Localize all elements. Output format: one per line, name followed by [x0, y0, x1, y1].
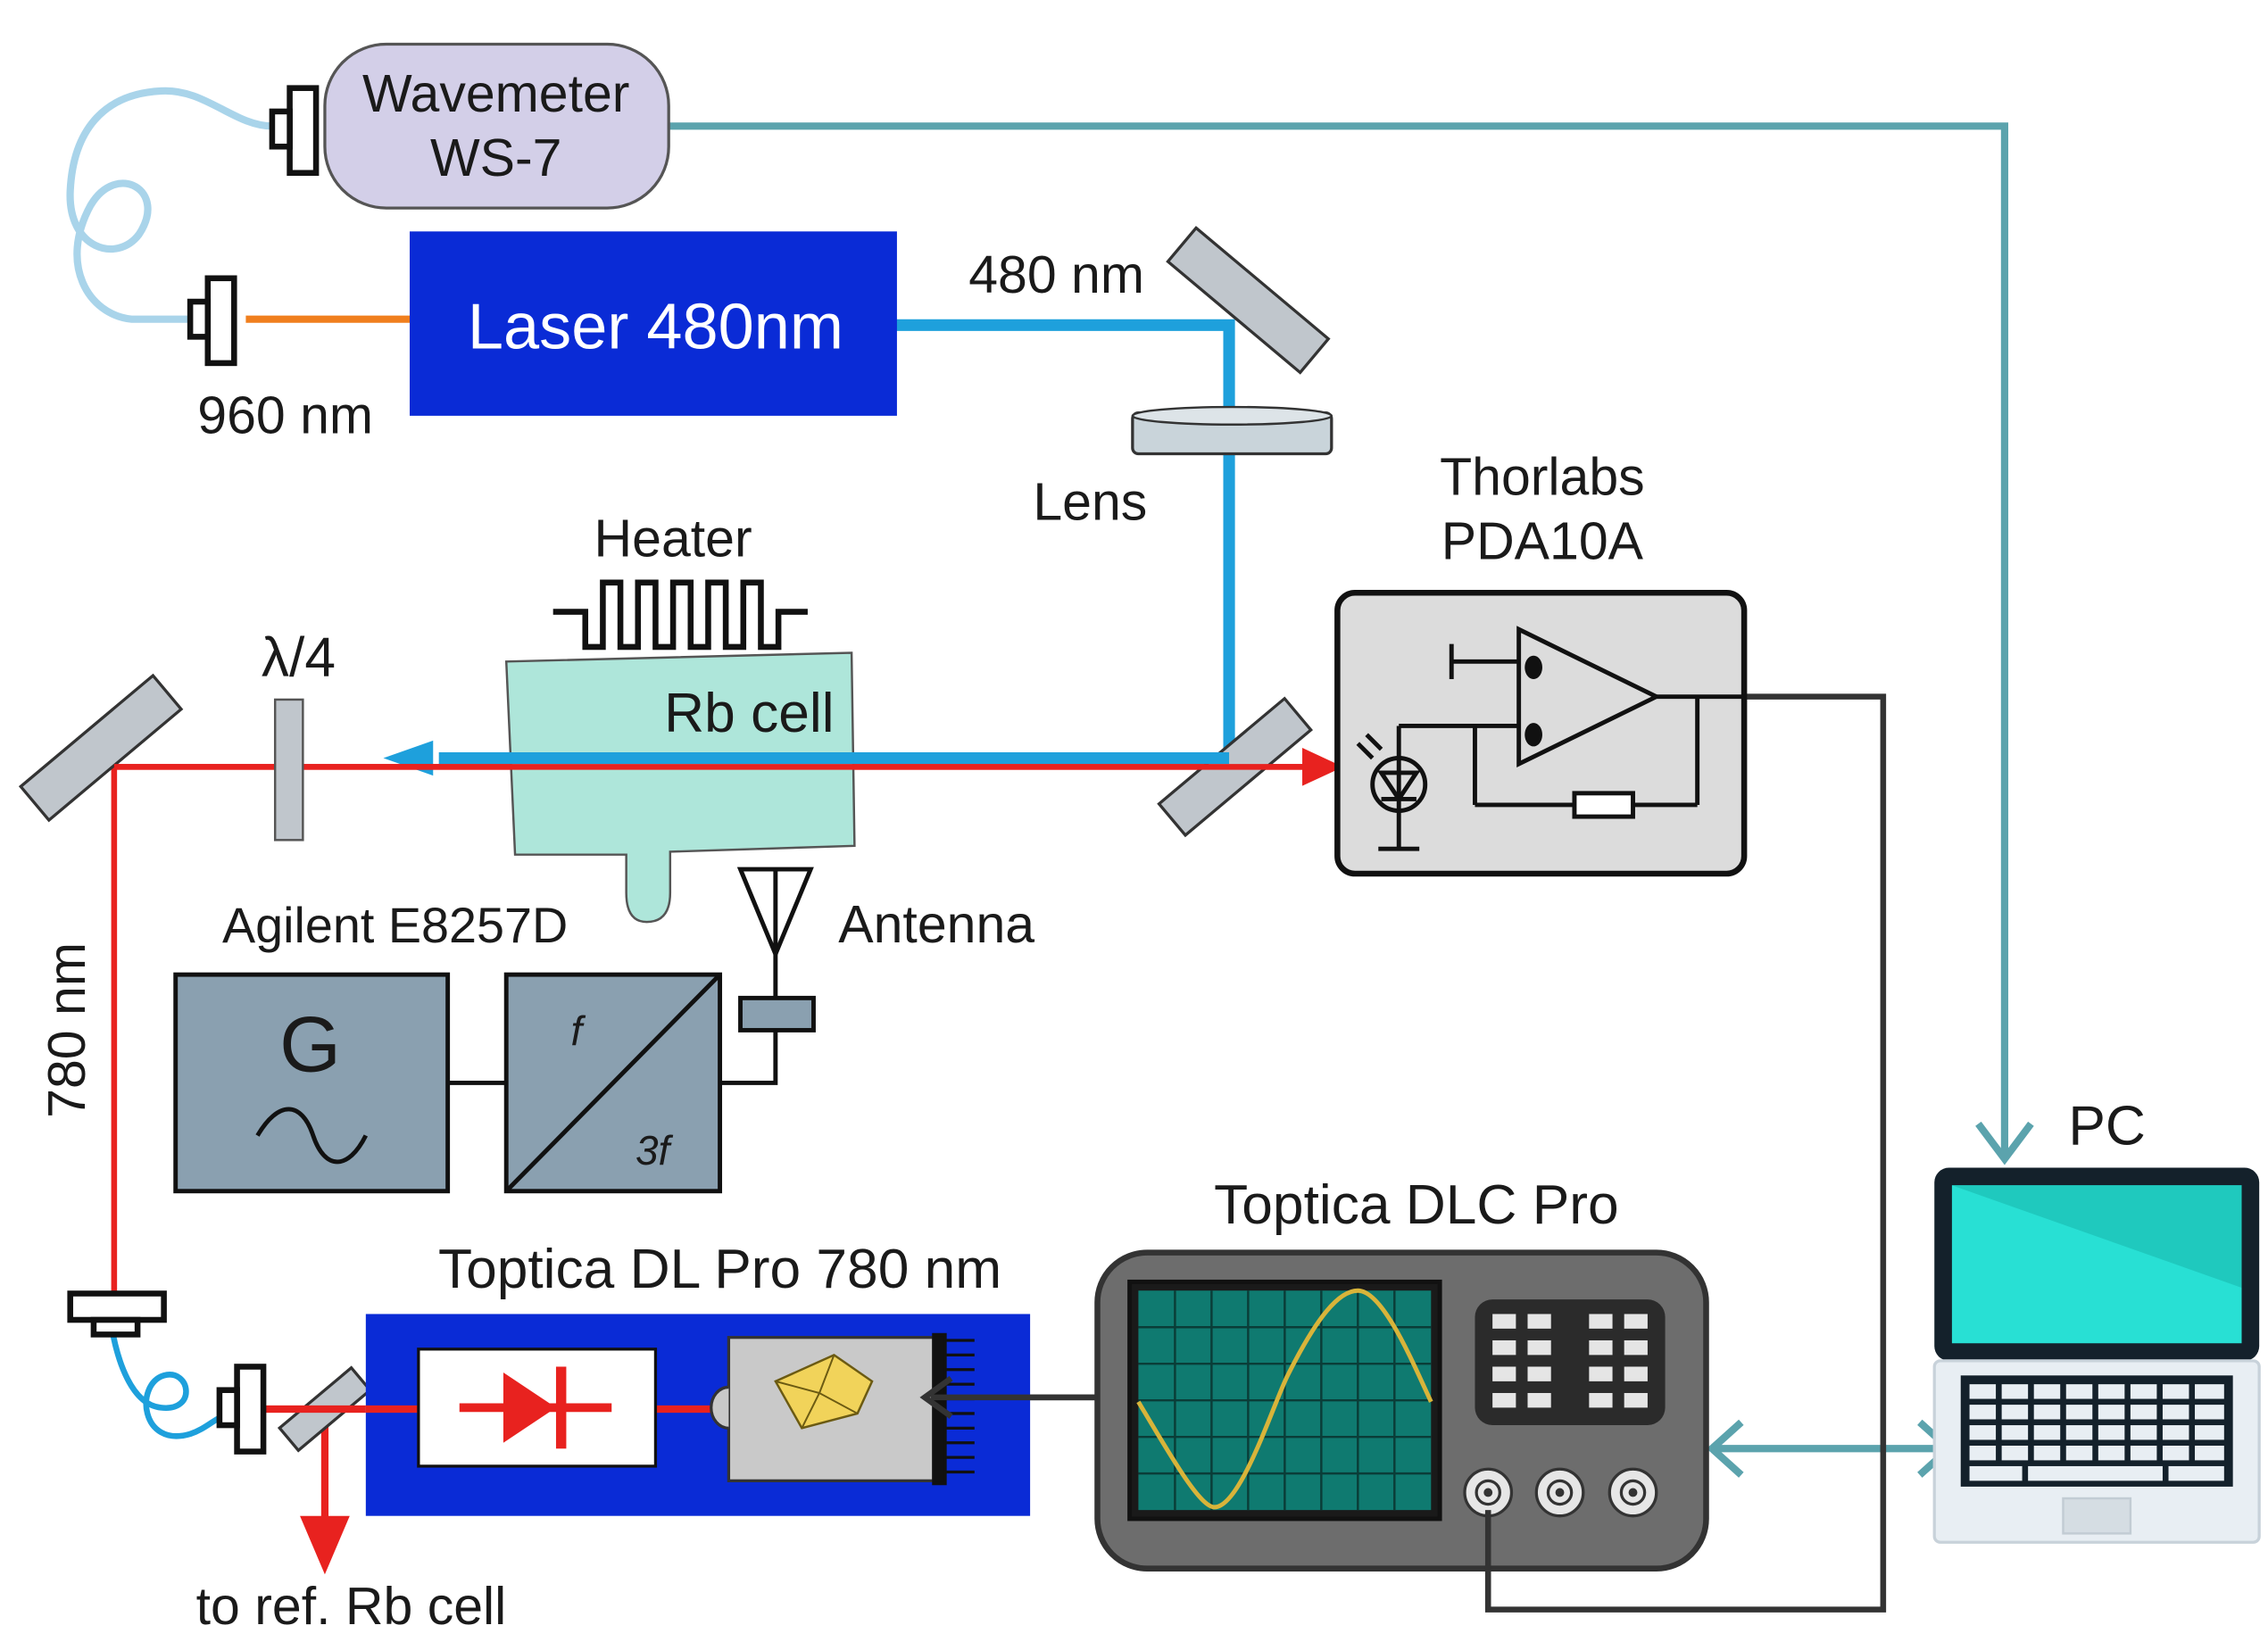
fiber-coupler-780	[67, 1290, 167, 1338]
photodetector-label-line1: Thorlabs	[1440, 447, 1645, 506]
controller-pc-link	[1706, 1419, 1955, 1478]
ir-960nm-label: 960 nm	[197, 386, 373, 445]
reference-cell-label: to ref. Rb cell	[196, 1577, 507, 1636]
dl-pro-fiber	[108, 1323, 246, 1439]
oscilloscope-trace	[1136, 1288, 1433, 1510]
quarter-wave-plate-label: λ/4	[262, 627, 336, 689]
laser-diode-icon	[459, 1366, 612, 1449]
blue-480nm-label: 480 nm	[968, 245, 1144, 304]
heater-label: Heater	[594, 509, 752, 568]
mirror-top-right	[1166, 226, 1331, 375]
grating-crystal-icon	[774, 1353, 874, 1430]
signal-generator: G	[173, 972, 451, 1194]
amplifier-circuit	[1356, 626, 1745, 851]
generator-title: Agilent E8257D	[222, 898, 568, 953]
red-780nm-label: 780 nm	[37, 942, 96, 1118]
wavemeter-fiber	[66, 87, 273, 323]
multiplier-output-label: 3f	[636, 1127, 674, 1173]
laser-480nm-box: Laser 480nm	[410, 231, 897, 416]
dl-pro-label: Toptica DL Pro 780 nm	[438, 1239, 1001, 1300]
antenna-icon	[719, 867, 816, 1085]
fiber-connector-dl-pro	[216, 1364, 267, 1455]
rb-cell-label: Rb cell	[664, 683, 834, 744]
fiber-connector-960nm	[187, 275, 237, 367]
controller-label: Toptica DLC Pro	[1214, 1174, 1618, 1236]
photodetector-label-line2: PDA10A	[1441, 512, 1644, 571]
mirror-left	[18, 673, 184, 823]
bnc-connectors	[1463, 1467, 1658, 1518]
wavemeter-box: Wavemeter WS-7	[323, 42, 670, 210]
antenna-label: Antenna	[838, 895, 1034, 954]
laser-480nm-label: Laser 480nm	[468, 291, 843, 362]
fiber-connector-wavemeter	[269, 85, 320, 177]
controller-keypad	[1492, 1314, 1648, 1408]
frequency-multiplier: f 3f	[503, 972, 723, 1194]
lens-label: Lens	[1033, 472, 1147, 531]
generator-symbol: G	[279, 999, 341, 1088]
laptop-icon	[1932, 1167, 2261, 1544]
multiplier-input-label: f	[571, 1008, 586, 1054]
wavemeter-to-pc-link	[667, 122, 2034, 1165]
wavemeter-label-line2: WS-7	[430, 129, 562, 187]
heater-coil	[552, 579, 808, 651]
photodetector-box	[1334, 589, 1748, 877]
sine-wave-icon	[255, 1107, 369, 1165]
controller-box	[1094, 1249, 1709, 1572]
lens	[1131, 405, 1333, 456]
quarter-wave-plate	[273, 698, 304, 842]
wavemeter-label-line1: Wavemeter	[362, 64, 629, 123]
rb-cell: Rb cell	[504, 651, 856, 924]
pc-label: PC	[2068, 1095, 2146, 1157]
dl-pro-laser-head	[365, 1314, 1031, 1516]
